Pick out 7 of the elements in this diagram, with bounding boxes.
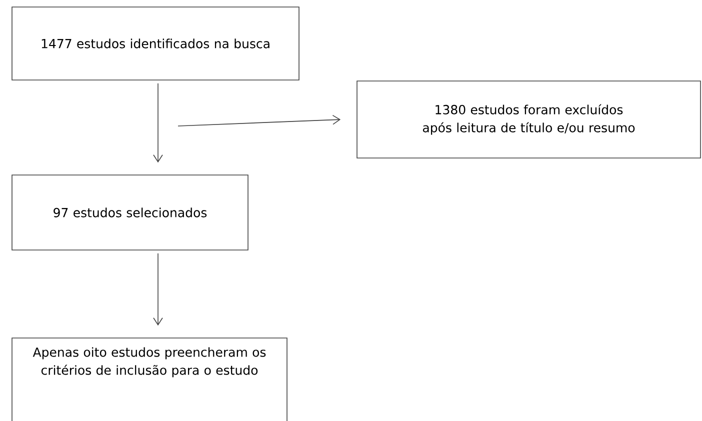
process-box: 1380 estudos foram excluídos após leitura de título e/ou resumo: [356, 80, 701, 158]
arrow: [153, 83, 163, 163]
arrow: [178, 114, 341, 126]
process-box: 1477 estudos identificados na busca: [12, 6, 300, 80]
arrow: [153, 253, 163, 326]
process-box: Apenas oito estudos preencheram os critérios de inclusão para o estudo: [12, 338, 288, 421]
process-box: 97 estudos selecionados: [12, 174, 248, 250]
